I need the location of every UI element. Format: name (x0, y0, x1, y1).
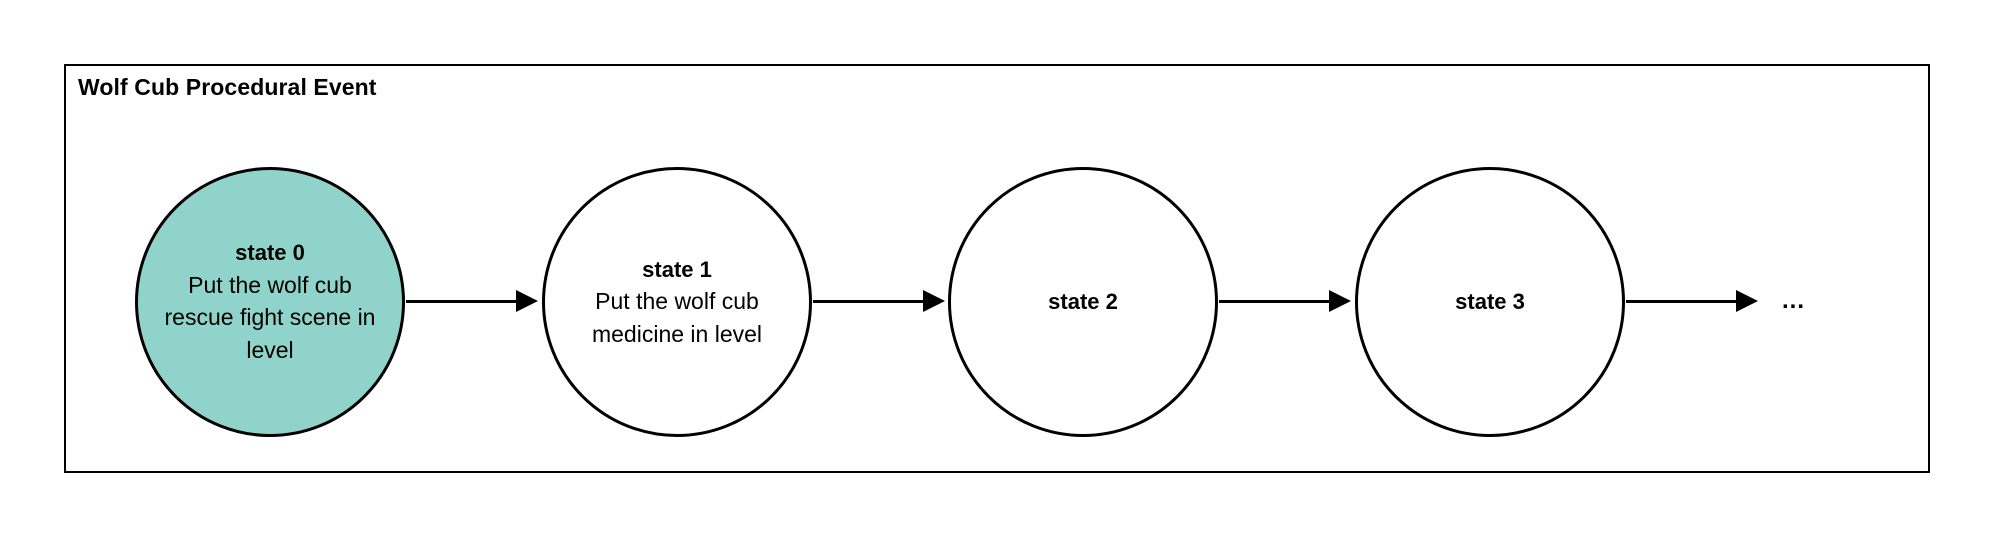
cluster-title: Wolf Cub Procedural Event (78, 74, 377, 100)
edge-state0-state1 (406, 300, 516, 303)
state-node-1[interactable]: state 1 Put the wolf cub medicine in lev… (542, 167, 812, 437)
arrowhead-state3-continuation-icon (1736, 290, 1758, 312)
state-node-0[interactable]: state 0 Put the wolf cub rescue fight sc… (135, 167, 405, 437)
state-node-2-label: state 2 (1048, 289, 1118, 315)
arrowhead-state1-state2-icon (923, 290, 945, 312)
state-node-3[interactable]: state 3 (1355, 167, 1625, 437)
state-node-0-description: Put the wolf cub rescue fight scene in l… (164, 271, 376, 363)
state-node-1-label: state 1 (642, 256, 712, 282)
arrowhead-state2-state3-icon (1329, 290, 1351, 312)
state-node-1-description: Put the wolf cub medicine in level (591, 287, 763, 347)
edge-state3-continuation (1626, 300, 1736, 303)
state-node-2[interactable]: state 2 (948, 167, 1218, 437)
continuation-ellipsis: ... (1782, 287, 1806, 314)
arrowhead-state0-state1-icon (516, 290, 538, 312)
state-node-3-label: state 3 (1455, 289, 1525, 315)
edge-state2-state3 (1219, 300, 1329, 303)
state-node-0-label: state 0 (235, 240, 305, 266)
edge-state1-state2 (813, 300, 923, 303)
